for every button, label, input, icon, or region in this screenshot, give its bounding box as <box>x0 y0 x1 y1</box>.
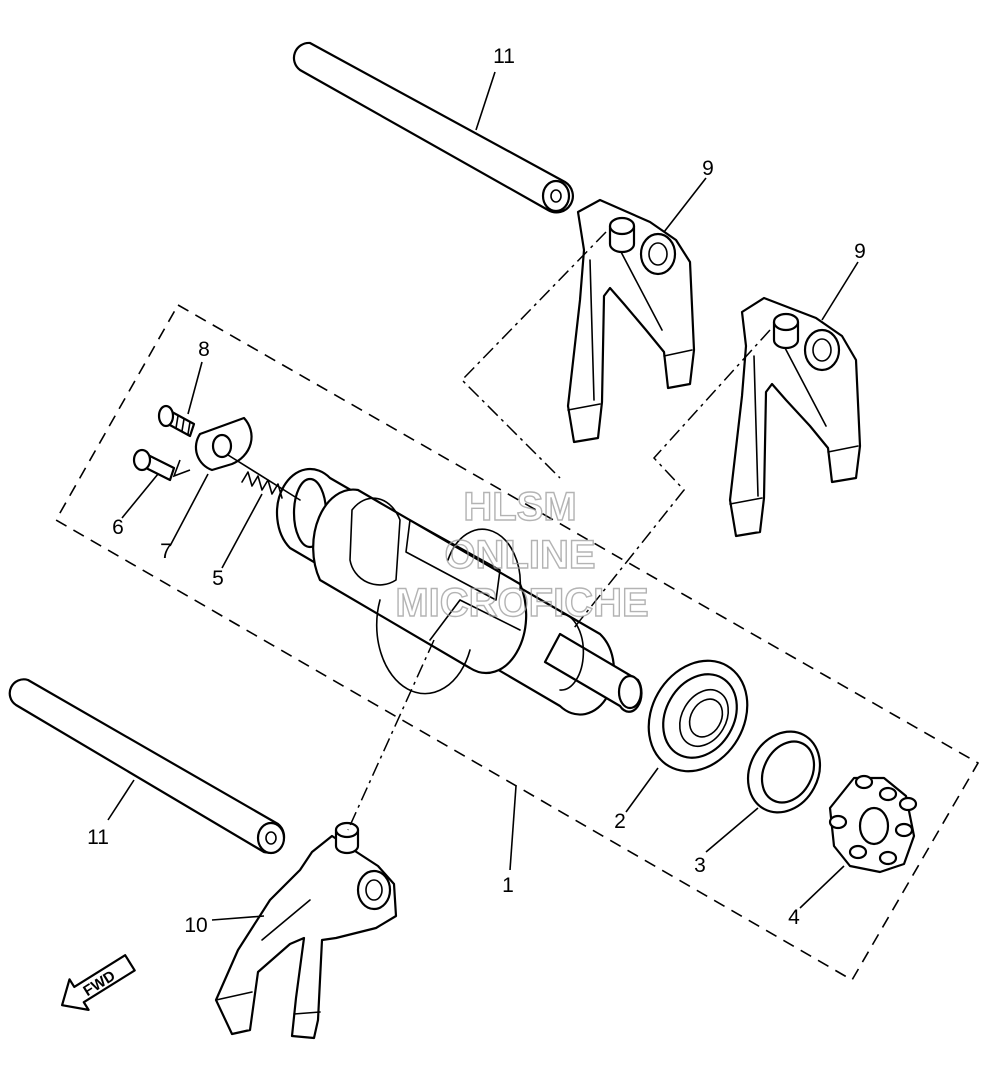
alignment-line-a <box>460 231 607 479</box>
shift-rod-upper[interactable] <box>292 41 574 214</box>
leader-7 <box>169 473 209 547</box>
callout-4: 4 <box>788 906 800 929</box>
forward-arrow: FWD <box>60 954 136 1011</box>
callout-10: 10 <box>184 914 207 937</box>
leader-9-a <box>663 177 707 233</box>
shift-drum[interactable] <box>275 467 643 716</box>
callout-11-lower: 11 <box>87 826 109 849</box>
callout-6: 6 <box>112 516 124 539</box>
leader-9-b <box>821 261 859 321</box>
leader-11-lower <box>107 779 135 821</box>
leader-2 <box>625 767 659 813</box>
watermark-line-1: HLSM <box>463 485 576 529</box>
bolt-6[interactable] <box>132 448 176 482</box>
leader-1 <box>509 785 517 871</box>
callout-1: 1 <box>502 874 514 897</box>
leader-11-upper <box>475 71 496 131</box>
collar[interactable] <box>734 719 833 825</box>
leader-10 <box>211 915 265 921</box>
alignment-line-b <box>573 329 771 629</box>
callout-11-upper: 11 <box>493 45 515 68</box>
leader-4 <box>799 865 845 909</box>
screw-8[interactable] <box>157 404 196 438</box>
spring-5[interactable] <box>227 454 301 501</box>
plate-7[interactable] <box>194 416 253 472</box>
shift-rod-lower[interactable] <box>8 678 286 855</box>
segment[interactable] <box>828 774 918 874</box>
watermark: HLSM ONLINE MICROFICHE <box>395 484 650 625</box>
alignment-line-c <box>347 639 435 831</box>
bearing[interactable] <box>629 643 767 789</box>
callout-8: 8 <box>198 338 210 361</box>
callout-9-a: 9 <box>702 157 714 180</box>
leader-6 <box>121 473 159 519</box>
callout-9-b: 9 <box>854 240 866 263</box>
leader-8 <box>187 361 203 415</box>
callout-2: 2 <box>614 810 626 833</box>
callout-3: 3 <box>694 854 706 877</box>
callout-5: 5 <box>212 567 224 590</box>
shift-fork-lower[interactable] <box>214 821 398 1040</box>
callout-7: 7 <box>160 540 172 563</box>
leader-3 <box>705 807 759 853</box>
shift-fork-upper-b[interactable] <box>728 296 862 538</box>
leader-5 <box>221 493 263 569</box>
shift-fork-upper-a[interactable] <box>566 198 696 444</box>
break-line <box>172 459 191 478</box>
watermark-line-2: ONLINE <box>444 533 595 577</box>
watermark-line-3: MICROFICHE <box>395 581 648 625</box>
